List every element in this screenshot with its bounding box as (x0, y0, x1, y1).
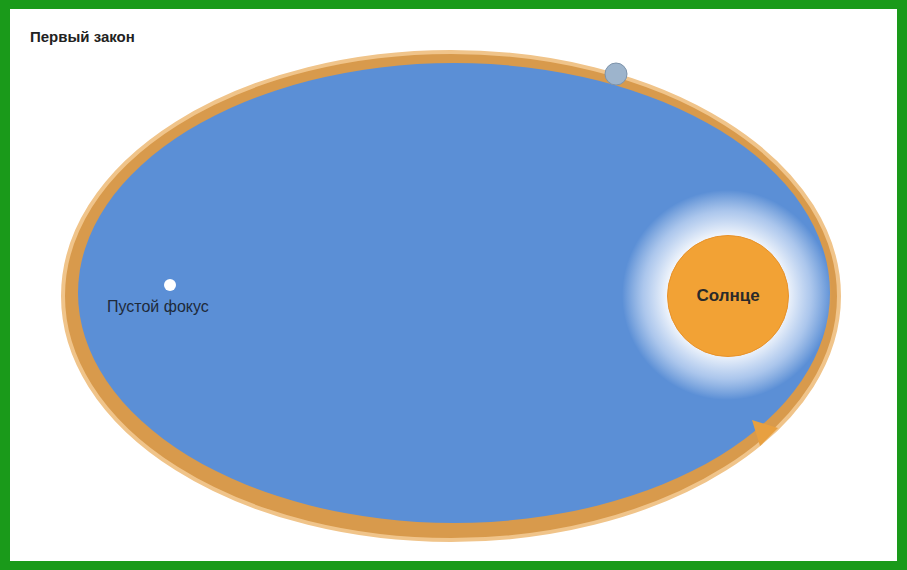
focus-label: Пустой фокус (107, 298, 209, 316)
sun-label: Солнце (696, 286, 759, 306)
planet (605, 63, 627, 85)
orbit-arrowhead (752, 420, 778, 446)
empty-focus-dot (164, 279, 176, 291)
orbit-area (78, 63, 830, 523)
sun-glow (622, 190, 832, 400)
orbit-band (63, 52, 839, 540)
diagram-title: Первый закон (30, 28, 135, 45)
sun-circle: Солнце (667, 235, 789, 357)
orbit-highlight (63, 52, 839, 540)
